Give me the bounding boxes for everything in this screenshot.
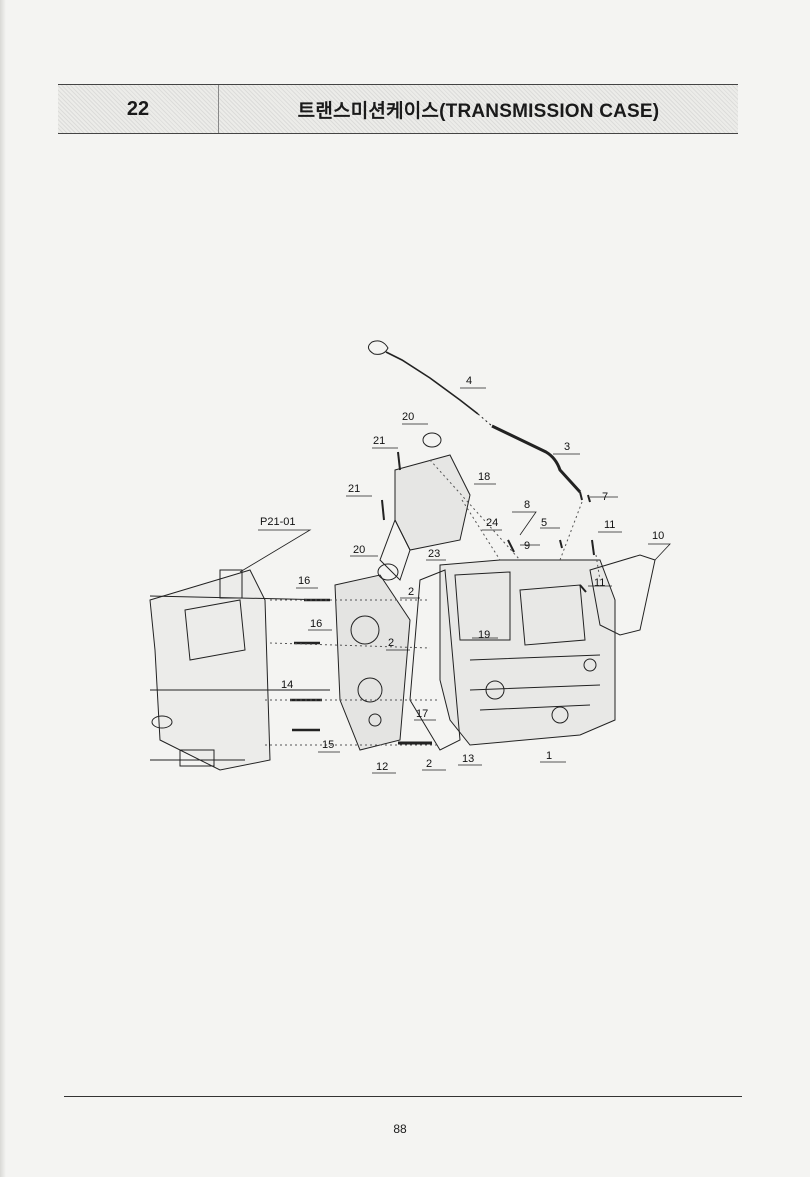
section-header: 22 트랜스미션케이스(TRANSMISSION CASE) [58, 84, 738, 134]
footer-rule [64, 1096, 742, 1097]
callout-12: 12 [376, 761, 388, 773]
section-number: 22 [58, 85, 219, 133]
callout-2b: 2 [388, 637, 394, 649]
callout-16b: 16 [310, 618, 322, 630]
callout-19: 19 [478, 629, 490, 641]
bracket [589, 554, 656, 636]
callout-3: 3 [564, 441, 570, 453]
callout-10: 10 [652, 530, 664, 542]
callout-4: 4 [466, 375, 472, 387]
cap-20-upper [422, 432, 442, 448]
callout-23: 23 [428, 548, 440, 560]
transmission-case-body [439, 559, 616, 746]
page-edge [0, 0, 6, 1177]
dipstick-ring [368, 340, 389, 355]
callout-7: 7 [602, 491, 608, 503]
frame-reference-part [149, 569, 271, 771]
callout-17: 17 [416, 708, 428, 720]
callout-2c: 2 [426, 758, 432, 770]
callout-11b: 11 [594, 577, 605, 589]
callout-9: 9 [524, 540, 530, 552]
front-cover [334, 574, 411, 751]
gasket-plate [409, 569, 461, 751]
page-number: 88 [393, 1122, 407, 1136]
callout-2a: 2 [408, 586, 414, 598]
callout-21b: 21 [348, 483, 360, 495]
dipstick-tube [491, 424, 582, 494]
callout-reference: P21-01 [260, 516, 295, 528]
callout-15: 15 [322, 739, 334, 751]
lift-housing [394, 454, 471, 551]
callout-20b: 20 [353, 544, 365, 556]
callout-20a: 20 [402, 411, 414, 423]
callout-8: 8 [524, 499, 530, 511]
callout-16a: 16 [298, 575, 310, 587]
callout-5: 5 [541, 517, 547, 529]
callout-13: 13 [462, 753, 474, 765]
section-title: 트랜스미션케이스(TRANSMISSION CASE) [297, 100, 660, 122]
callout-24: 24 [486, 517, 498, 529]
callout-21a: 21 [373, 435, 385, 447]
callout-14: 14 [281, 679, 293, 691]
callout-1: 1 [546, 750, 552, 762]
callout-18: 18 [478, 471, 490, 483]
callout-11a: 11 [604, 519, 615, 531]
dipstick-rod [385, 351, 479, 415]
